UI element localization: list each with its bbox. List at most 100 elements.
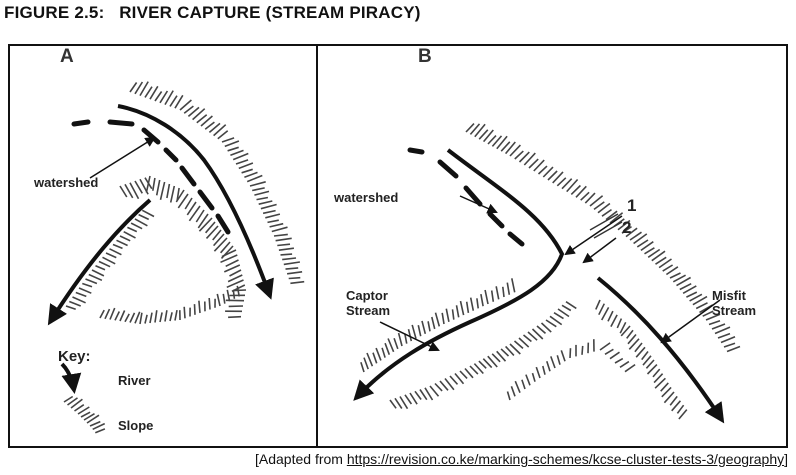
panel-b-point-1-label: 1: [627, 198, 636, 213]
slope-hatch-stroke: [244, 172, 257, 177]
slope-hatch-stroke: [515, 341, 524, 348]
slope-hatch-stroke: [175, 310, 177, 320]
slope-hatch-stroke: [727, 347, 740, 352]
slope-hatch-stroke: [66, 306, 76, 309]
slope-hatch-stroke: [418, 325, 420, 336]
slope-hatch-stroke: [214, 238, 227, 251]
slope-hatch-stroke: [554, 313, 564, 319]
slope-hatch-stroke: [605, 349, 613, 354]
slope-hatch-stroke: [199, 301, 200, 313]
slope-hatch-stroke: [653, 369, 660, 377]
slope-hatch-stroke: [161, 182, 165, 200]
slope-hatch-stroke: [64, 397, 73, 403]
misfit-label-line1: Misfit: [712, 288, 756, 303]
slope-hatch-stroke: [670, 273, 681, 278]
slope-hatch-stroke: [680, 284, 691, 290]
slope-hatch-stroke: [561, 350, 565, 361]
slope-hatch-stroke: [110, 308, 115, 319]
slope-hatch-stroke: [367, 353, 372, 366]
slope-hatch-stroke: [382, 348, 385, 358]
slope-hatch-stroke: [95, 429, 105, 433]
slope-hatch-stroke: [165, 310, 167, 321]
slope-hatch-stroke: [113, 245, 123, 249]
slope-hatch-stroke: [270, 224, 284, 227]
slope-hatch-stroke: [596, 300, 600, 309]
slope-hatch-stroke: [663, 265, 673, 271]
slope-hatch-stroke: [289, 278, 301, 279]
slope-hatch-stroke: [515, 151, 524, 159]
slope-hatch-stroke: [184, 106, 193, 113]
panel-a-label: A: [60, 46, 74, 68]
slope-hatch-stroke: [562, 305, 571, 310]
slope-hatch-stroke: [405, 395, 411, 404]
slope-hatch-stroke: [481, 294, 483, 306]
slope-hatch-stroke: [227, 290, 229, 301]
slope-hatch-stroke: [435, 384, 442, 391]
source-link[interactable]: https://revision.co.ke/marking-schemes/k…: [347, 451, 784, 467]
panel-b-watershed-label: watershed: [334, 190, 398, 205]
slope-hatch-stroke: [543, 366, 545, 375]
slope-hatch-stroke: [430, 386, 439, 396]
slope-hatch-stroke: [279, 248, 294, 250]
slope-hatch-stroke: [145, 315, 147, 324]
slope-hatch-stroke: [226, 260, 239, 266]
slope-hatch-stroke: [75, 405, 84, 411]
slope-hatch-stroke: [615, 359, 623, 363]
slope-hatch-stroke: [242, 169, 253, 173]
slope-hatch-stroke: [536, 367, 540, 378]
slope-hatch-stroke: [69, 302, 80, 307]
slope-hatch-stroke: [611, 315, 617, 327]
slope-hatch-stroke: [503, 287, 504, 297]
slope-hatch-stroke: [415, 391, 421, 399]
slope-hatch-stroke: [150, 313, 152, 323]
key-river-symbol: [62, 364, 74, 390]
slope-hatch-stroke: [471, 298, 474, 311]
slope-hatch-stroke: [546, 320, 556, 327]
slope-hatch-stroke: [209, 298, 210, 310]
slope-hatch-stroke: [557, 355, 560, 364]
slope-hatch-stroke: [524, 335, 532, 342]
slope-hatch-stroke: [457, 305, 459, 317]
slope-hatch-stroke: [361, 362, 364, 372]
slope-hatch-stroke: [496, 286, 499, 299]
slope-hatch-stroke: [557, 178, 566, 186]
slope-hatch-stroke: [281, 254, 293, 255]
slope-hatch-stroke: [526, 375, 530, 386]
slope-hatch-stroke: [225, 141, 239, 146]
slope-hatch-stroke: [257, 198, 268, 200]
source-suffix: ]: [784, 451, 788, 467]
slope-hatch-stroke: [277, 244, 290, 245]
slope-hatch-stroke: [99, 262, 110, 267]
slope-hatch-stroke: [195, 304, 196, 315]
slope-hatch-stroke: [718, 334, 730, 338]
slope-hatch-stroke: [522, 380, 525, 389]
slope-hatch-stroke: [670, 396, 677, 405]
slope-hatch-stroke: [533, 373, 536, 382]
slope-hatch-stroke: [479, 361, 486, 368]
slope-hatch-stroke: [254, 191, 269, 195]
slope-hatch-stroke: [677, 405, 683, 413]
slope-hatch-stroke: [508, 392, 511, 401]
slope-hatch-stroke: [82, 284, 92, 287]
slope-hatch-stroke: [120, 186, 127, 197]
source-citation: [Adapted from https://revision.co.ke/mar…: [255, 451, 788, 467]
slope-hatch-stroke: [89, 275, 102, 281]
slope-hatch-stroke: [217, 294, 220, 306]
slope-hatch-stroke: [230, 150, 243, 155]
slope-hatch-stroke: [105, 309, 110, 319]
slope-hatch-stroke: [511, 386, 515, 396]
slope-hatch-stroke: [135, 219, 148, 226]
slope-hatch-stroke: [610, 352, 620, 359]
slope-hatch-stroke: [247, 176, 262, 182]
slope-hatch-stroke: [106, 253, 116, 258]
slope-hatch-stroke: [388, 339, 394, 352]
slope-hatch-stroke: [155, 92, 162, 102]
slope-hatch-stroke: [570, 348, 571, 358]
slope-hatch-stroke: [364, 358, 368, 370]
captor-label-line1: Captor: [346, 288, 390, 303]
key-slope-label: Slope: [118, 418, 153, 433]
panel-b-misfit-label: Misfit Stream: [712, 288, 756, 318]
slope-hatch-stroke: [76, 293, 87, 297]
panel-a-watershed-label: watershed: [34, 175, 98, 190]
